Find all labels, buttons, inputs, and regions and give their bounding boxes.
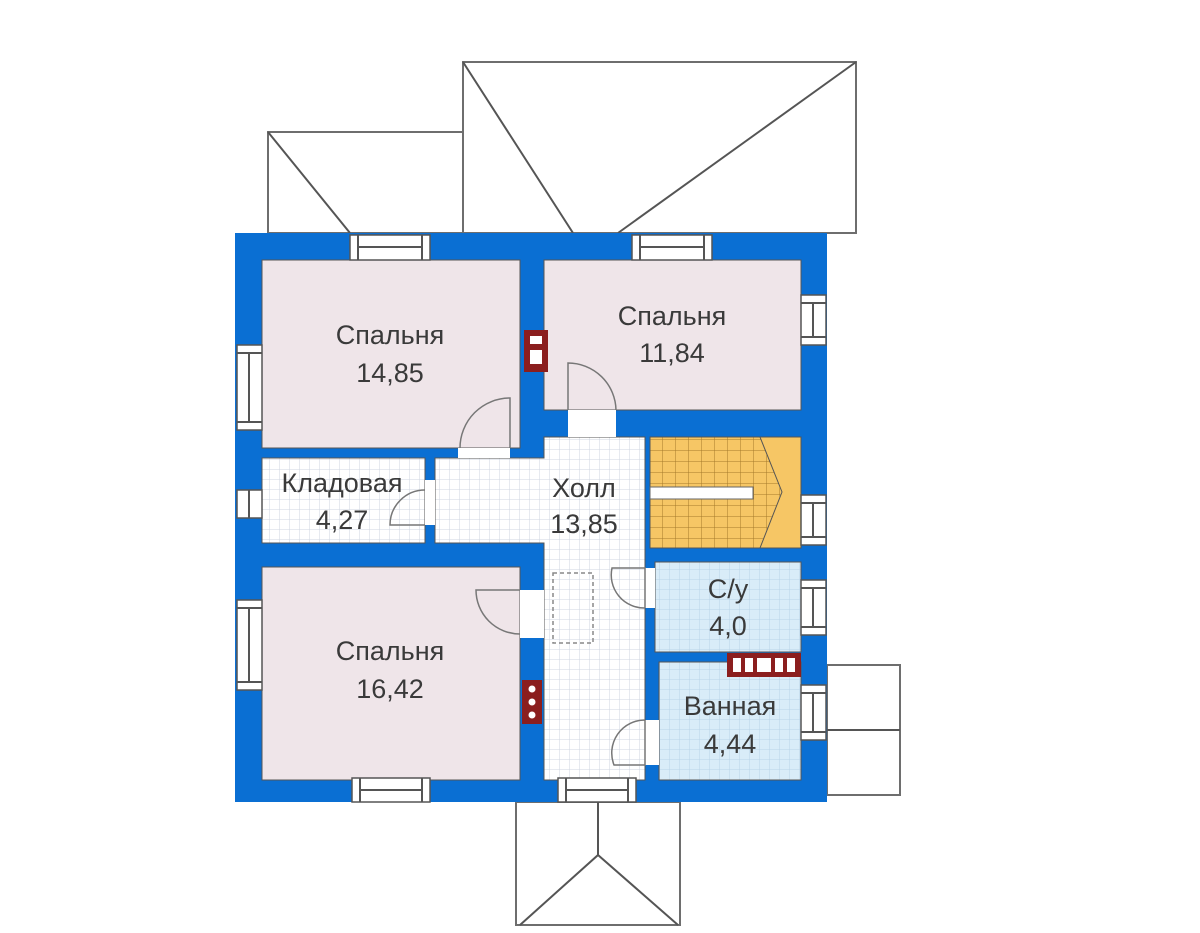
room-label-bedroom-2: Спальня 11,84 <box>618 301 727 368</box>
room-name: Спальня <box>336 636 445 666</box>
room-label-bedroom-3: Спальня 16,42 <box>336 636 445 704</box>
room-label-wc: С/у 4,0 <box>708 574 749 641</box>
room-area: 16,42 <box>356 674 424 704</box>
room-label-bedroom-1: Спальня 14,85 <box>336 320 445 388</box>
hatch <box>552 572 594 644</box>
vent-block-top <box>524 330 548 372</box>
roof-bottom <box>515 801 681 926</box>
room-label-storage: Кладовая 4,27 <box>282 468 403 535</box>
wc-room <box>654 561 802 653</box>
room-area: 13,85 <box>550 509 618 539</box>
room-name: Холл <box>552 473 616 503</box>
room-name: Ванная <box>684 691 776 721</box>
room-name: Кладовая <box>282 468 403 498</box>
room-area: 4,27 <box>316 505 369 535</box>
room-area: 14,85 <box>356 358 424 388</box>
bathroom <box>658 661 802 781</box>
vent-block-right <box>727 653 801 677</box>
bedroom-1 <box>261 259 521 449</box>
room-name: С/у <box>708 574 749 604</box>
doors <box>389 362 659 766</box>
room-area: 4,44 <box>704 729 757 759</box>
storage-room <box>261 457 426 544</box>
vent-block-middle <box>522 680 542 724</box>
stair-rail <box>649 486 754 500</box>
windows <box>236 234 827 803</box>
room-name: Спальня <box>336 320 445 350</box>
room-name: Спальня <box>618 301 727 331</box>
stairs-landing <box>759 436 802 549</box>
room-area: 4,0 <box>709 611 747 641</box>
room-label-hall: Холл 13,85 <box>550 473 618 539</box>
roof-top <box>462 61 857 234</box>
room-label-bathroom: Ванная 4,44 <box>684 691 776 759</box>
bedroom-2 <box>543 259 802 411</box>
room-area: 11,84 <box>639 338 705 368</box>
roof-right <box>826 664 901 796</box>
